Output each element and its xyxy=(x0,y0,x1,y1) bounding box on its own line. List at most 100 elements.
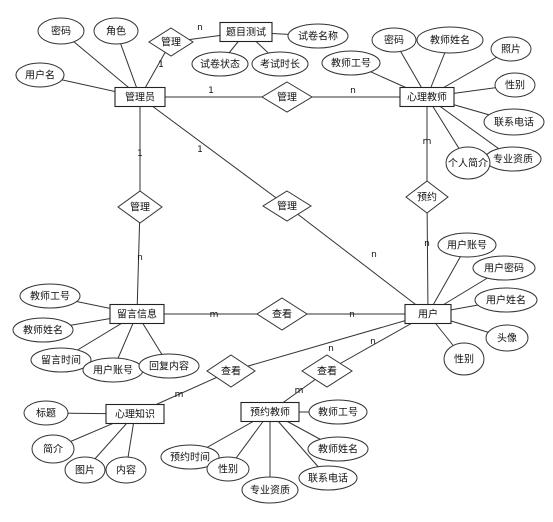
cardinality-label: m xyxy=(423,137,432,147)
attribute-kn-title: 标题 xyxy=(23,400,69,426)
relationship-label: 查看 xyxy=(317,365,337,378)
relationship-user-booking: 查看 xyxy=(301,354,353,388)
attribute-admin-password: 密码 xyxy=(37,17,85,45)
attribute-label: 回复内容 xyxy=(149,360,189,373)
attribute-label: 用户账号 xyxy=(93,364,133,377)
attribute-label: 简介 xyxy=(43,443,63,456)
attribute-user-gender: 性别 xyxy=(443,342,485,376)
entity-knowledge: 心理知识 xyxy=(105,403,165,425)
attribute-label: 用户密码 xyxy=(484,262,524,275)
attribute-label: 教师工号 xyxy=(318,406,358,419)
relationship-label: 管理 xyxy=(130,201,150,214)
attribute-msg-teacher-name: 教师姓名 xyxy=(12,317,74,343)
attribute-kn-content: 内容 xyxy=(105,456,147,484)
attribute-bk-id: 教师工号 xyxy=(308,399,368,425)
attribute-label: 预约时间 xyxy=(170,451,210,464)
cardinality-label: m xyxy=(175,390,184,400)
relationship-admin-message: 管理 xyxy=(117,190,163,224)
attribute-label: 标题 xyxy=(36,408,56,420)
cardinality-label: n xyxy=(349,310,355,320)
relationship-label: 预约 xyxy=(417,191,437,204)
attribute-teacher-bio: 个人简介 xyxy=(445,146,491,180)
attribute-teacher-password: 密码 xyxy=(371,27,417,53)
relationship-link-line xyxy=(426,196,429,315)
attribute-teacher-gender: 性别 xyxy=(494,72,536,98)
relationship-link-line xyxy=(286,205,429,315)
relationship-label: 管理 xyxy=(161,36,181,49)
attribute-label: 留言时间 xyxy=(41,354,81,367)
attribute-label: 教师姓名 xyxy=(23,324,63,337)
entity-label: 管理员 xyxy=(125,91,155,104)
attribute-label: 内容 xyxy=(116,464,136,477)
entity-teacher: 心理教师 xyxy=(399,86,455,108)
cardinality-label: n xyxy=(197,23,203,33)
relationship-teacher-user: 预约 xyxy=(405,180,449,214)
entity-label: 心理教师 xyxy=(407,91,447,104)
entity-label: 题目测试 xyxy=(226,26,266,39)
relationship-admin-user: 管理 xyxy=(262,190,312,222)
attribute-msg-teacher-id: 教师工号 xyxy=(19,283,81,309)
relationship-link-line xyxy=(136,206,141,315)
attribute-teacher-id: 教师工号 xyxy=(321,50,381,76)
relationship-message-user: 查看 xyxy=(256,297,308,331)
attribute-label: 教师工号 xyxy=(331,57,371,70)
attribute-kn-intro: 简介 xyxy=(31,434,75,464)
relationship-label: 管理 xyxy=(277,91,297,104)
attribute-label: 照片 xyxy=(501,43,521,56)
entity-exam: 题目测试 xyxy=(219,21,273,43)
attribute-exam-status: 试卷状态 xyxy=(191,51,249,77)
attribute-label: 专业资质 xyxy=(250,484,290,497)
attribute-label: 图片 xyxy=(75,464,95,477)
attribute-label: 个人简介 xyxy=(448,157,488,170)
attribute-teacher-phone: 联系电话 xyxy=(483,108,545,136)
attribute-admin-username: 用户名 xyxy=(15,62,65,88)
entity-label: 预约教师 xyxy=(250,406,290,419)
relationship-link-line xyxy=(230,313,429,372)
attribute-exam-name: 试卷名称 xyxy=(287,23,349,49)
attribute-msg-time: 留言时间 xyxy=(30,347,92,373)
relationship-label: 查看 xyxy=(221,365,241,378)
cardinality-label: n xyxy=(424,239,430,249)
attribute-msg-user-account: 用户账号 xyxy=(82,357,144,383)
entity-label: 留言信息 xyxy=(117,308,157,321)
attribute-label: 试卷名称 xyxy=(298,30,338,43)
relationship-admin-teacher: 管理 xyxy=(261,81,313,113)
attribute-label: 用户账号 xyxy=(447,239,487,252)
cardinality-label: 1 xyxy=(197,145,203,155)
relationship-label: 查看 xyxy=(272,308,292,321)
attribute-label: 教师姓名 xyxy=(318,443,358,456)
relationship-admin-exam: 管理 xyxy=(148,27,194,57)
cardinality-label: n xyxy=(371,250,377,260)
attribute-label: 性别 xyxy=(505,79,525,92)
entity-message: 留言信息 xyxy=(109,303,165,325)
attribute-label: 试卷状态 xyxy=(200,58,240,71)
cardinality-label: m xyxy=(210,310,219,320)
attribute-user-name: 用户姓名 xyxy=(474,287,538,313)
attribute-label: 密码 xyxy=(384,34,404,47)
attribute-label: 联系电话 xyxy=(494,116,534,129)
entity-label: 用户 xyxy=(418,308,438,321)
cardinality-label: n xyxy=(137,253,143,263)
attribute-label: 性别 xyxy=(454,353,474,366)
attribute-label: 角色 xyxy=(106,25,126,38)
entity-admin: 管理员 xyxy=(114,86,166,108)
attribute-bk-qualification: 专业资质 xyxy=(241,476,299,504)
attribute-user-password: 用户密码 xyxy=(472,255,536,281)
attribute-label: 性别 xyxy=(218,463,238,476)
attribute-bk-gender: 性别 xyxy=(206,456,250,482)
attribute-label: 教师工号 xyxy=(30,290,70,303)
attribute-teacher-photo: 照片 xyxy=(490,36,532,62)
attribute-label: 用户名 xyxy=(25,69,55,82)
attribute-label: 用户姓名 xyxy=(486,294,526,307)
cardinality-label: n xyxy=(350,86,356,96)
entity-booking-teacher: 预约教师 xyxy=(240,401,300,423)
cardinality-label: 1 xyxy=(137,149,143,159)
attribute-bk-time: 预约时间 xyxy=(160,444,220,470)
attribute-bk-phone: 联系电话 xyxy=(298,465,358,491)
attribute-label: 考试时长 xyxy=(260,58,300,71)
attribute-user-avatar: 头像 xyxy=(485,324,529,352)
attribute-label: 专业资质 xyxy=(493,153,533,166)
attribute-msg-reply: 回复内容 xyxy=(138,353,200,379)
attribute-label: 联系电话 xyxy=(308,472,348,485)
attribute-label: 密码 xyxy=(51,25,71,38)
